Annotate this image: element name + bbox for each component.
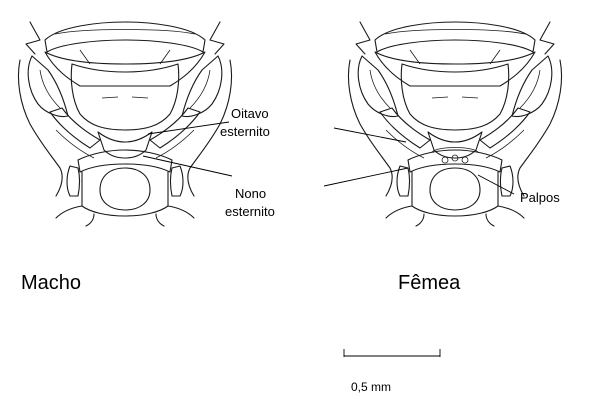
- leader-lines-male: [143, 122, 232, 176]
- label-nono-esternito-line1: Nono: [235, 186, 266, 201]
- scale-bar-label: 0,5 mm: [351, 380, 391, 395]
- leader-lines-female: [324, 128, 514, 194]
- label-palpos: Palpos: [520, 190, 560, 205]
- label-oitavo-esternito-line1: Oitavo: [231, 106, 269, 121]
- label-nono-esternito-line2: esternito: [225, 204, 275, 216]
- panel-label-female: Fêmea: [398, 272, 460, 294]
- scale-bar: [344, 349, 440, 357]
- male-specimen-drawing: [18, 22, 231, 226]
- label-oitavo-esternito-line2: esternito: [220, 124, 270, 139]
- panel-label-male: Macho: [21, 272, 81, 294]
